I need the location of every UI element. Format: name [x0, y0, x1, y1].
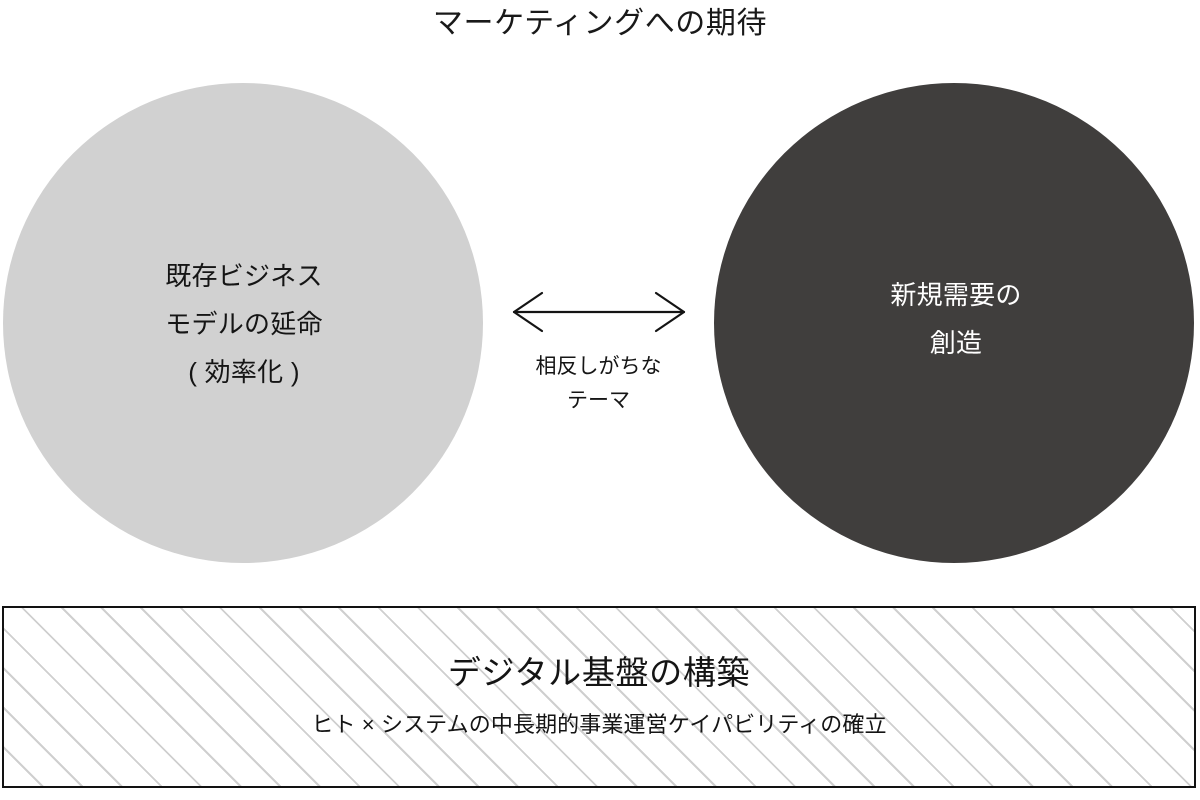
- new-demand-circle-text: 新規需要の 創造: [890, 271, 1021, 367]
- connector-caption-line-1: 相反しがちな: [535, 355, 662, 378]
- connector-caption-line-2: テーマ: [567, 389, 630, 412]
- bidirectional-arrow-icon: [512, 291, 685, 333]
- existing-business-circle: 既存ビジネス モデルの延命 ( 効率化 ): [3, 83, 483, 563]
- existing-business-line-2: モデルの延命: [165, 309, 323, 339]
- digital-foundation-subtitle: ヒト × システムの中長期的事業運営ケイパビリティの確立: [311, 712, 887, 737]
- existing-business-line-1: 既存ビジネス: [165, 261, 323, 291]
- connector-caption: 相反しがちな テーマ: [536, 350, 662, 418]
- new-demand-line-2: 創造: [929, 328, 983, 358]
- new-demand-line-1: 新規需要の: [890, 280, 1022, 310]
- digital-foundation-title: デジタル基盤の構築: [447, 654, 751, 691]
- page-title: マーケティングへの期待: [432, 7, 768, 40]
- existing-business-circle-text: 既存ビジネス モデルの延命 ( 効率化 ): [165, 252, 323, 396]
- existing-business-line-3: ( 効率化 ): [188, 357, 300, 387]
- connector-group: 相反しがちな テーマ: [483, 290, 714, 418]
- digital-foundation-box: デジタル基盤の構築 ヒト × システムの中長期的事業運営ケイパビリティの確立: [2, 606, 1196, 788]
- new-demand-circle: 新規需要の 創造: [714, 83, 1194, 563]
